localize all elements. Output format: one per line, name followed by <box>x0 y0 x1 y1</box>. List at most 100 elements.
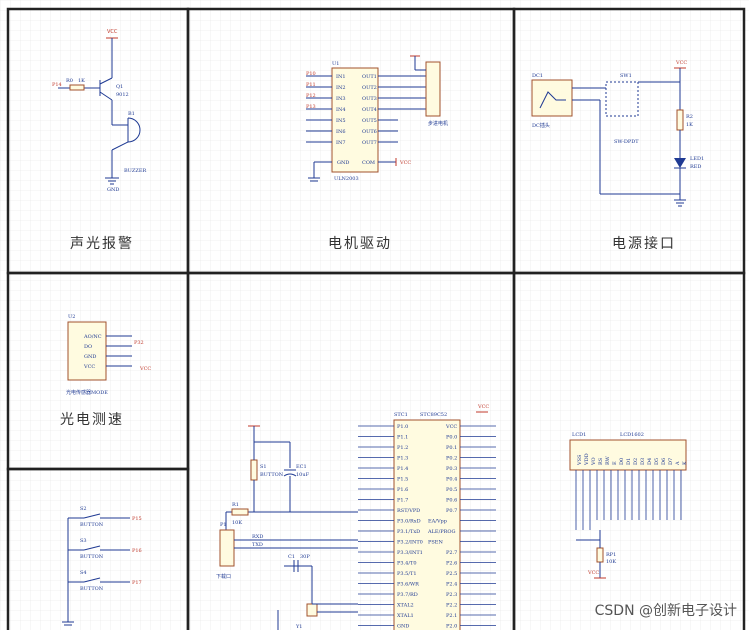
alarm-gnd-label: GND <box>107 187 119 193</box>
mcu-left-pin: XTAL2 <box>397 603 414 609</box>
mcu-left-pin: P1.2 <box>397 445 408 451</box>
dc-jack <box>531 79 573 117</box>
mcu-right-pins: VCCP0.0P0.1P0.2P0.3P0.4P0.5P0.6P0.7EA/Vp… <box>427 424 496 630</box>
mcu-left-pin: P3.0/RxD <box>397 519 421 525</box>
mcu-left-pin: P1.3 <box>397 456 408 462</box>
lcd-pin: VDD <box>584 453 590 466</box>
mcu-u-label: STC1 <box>394 412 408 418</box>
power-vcc-label: VCC <box>675 60 687 66</box>
lcd-pin: RS <box>598 457 604 465</box>
key-net-label: P17 <box>132 580 142 586</box>
mcu-chip-label: STC89C52 <box>420 412 447 418</box>
motor-u-label: U1 <box>332 61 339 67</box>
mcu-left-pin: P3.3/INT1 <box>397 550 423 556</box>
lcd-pin: RW <box>605 455 611 465</box>
panel-motor: U1 ULN2003 IN1P10IN2P11IN3P12IN4P13IN5IN… <box>306 55 448 252</box>
lcd-vcc-label: VCC <box>587 570 599 576</box>
lcd-body <box>569 439 687 471</box>
mcu-r-label: R1 <box>232 502 239 508</box>
mcu-right-pin: P0.2 <box>446 456 457 462</box>
mcu-right-pin: P2.0 <box>446 624 457 630</box>
speed-pin: GND <box>84 354 96 360</box>
mcu-right-pin: P0.7 <box>446 508 457 514</box>
motor-com-pin: COM <box>362 160 375 166</box>
alarm-b-label: B1 <box>128 111 135 117</box>
mcu-left-pin: XTAL1 <box>397 613 414 619</box>
mcu-right-pin: P0.0 <box>446 435 457 441</box>
speed-sensor-body <box>67 321 107 381</box>
mcu-right-pin: P2.3 <box>446 592 457 598</box>
mcu-r-value: 10K <box>232 520 242 526</box>
key-label: S3 <box>80 538 87 544</box>
mcu-body <box>393 419 461 630</box>
motor-in-pin: IN7 <box>336 140 346 146</box>
lcd-pin: D5 <box>654 458 660 465</box>
sw-label: SW1 <box>620 73 632 79</box>
mcu-right-pin: P2.4 <box>446 582 457 588</box>
motor-out-pin: OUT6 <box>362 129 377 135</box>
lcd-pin: D4 <box>647 458 653 465</box>
mcu-right-pin: P0.4 <box>446 477 457 483</box>
motor-out-pin: OUT7 <box>362 140 377 146</box>
lcd-pin: D1 <box>626 458 632 465</box>
lcd-pin: D3 <box>640 458 646 465</box>
motor-in-pin: IN3 <box>336 96 346 102</box>
mcu-btn-label: BUTTON <box>260 472 284 478</box>
alarm-r-value: 1K <box>78 78 85 84</box>
mcu-left-pin: P1.6 <box>397 487 408 493</box>
speed-module-label: 光电传感器MODE <box>66 389 108 396</box>
mcu-ec-label: EC1 <box>296 464 307 470</box>
mcu-right-pin: P0.5 <box>446 487 457 493</box>
motor-out-pin: OUT3 <box>362 96 377 102</box>
uln2003-body <box>331 67 379 173</box>
speed-vcc-label: VCC <box>139 366 151 372</box>
speed-net-label: P32 <box>134 340 144 346</box>
alarm-buzzer-label: BUZZER <box>124 168 146 174</box>
mcu-left-pin: P1.7 <box>397 498 408 504</box>
mcu-right-pin: P2.2 <box>446 603 457 609</box>
panel-borders <box>6 7 746 630</box>
mcu-prog-label: 下载口 <box>216 573 231 580</box>
power-r-value: 1K <box>686 122 693 128</box>
mcu-right-pin: PSEN <box>428 540 443 546</box>
motor-in-pin: IN2 <box>336 85 346 91</box>
mcu-c-label: C1 <box>288 554 295 560</box>
mcu-right-pin: EA/Vpp <box>428 519 447 525</box>
key-net-label: P15 <box>132 516 142 522</box>
dc-name: DC插头 <box>532 122 550 129</box>
speed-pin: VCC <box>83 364 95 370</box>
mcu-ec-value: 10uF <box>296 472 310 478</box>
speed-title: 光电测速 <box>60 412 124 428</box>
speed-pin: DO <box>84 344 92 350</box>
mcu-right-pin: P2.1 <box>446 613 457 619</box>
mcu-left-pin: GND <box>397 624 409 630</box>
key-button-label: BUTTON <box>80 522 104 528</box>
lcd-pin: D2 <box>633 458 639 465</box>
mcu-right-pin: P0.6 <box>446 498 457 504</box>
lcd-chip-label: LCD1602 <box>620 432 644 438</box>
power-r-label: R2 <box>686 114 693 120</box>
mcu-txd-label: TXD <box>252 542 263 548</box>
power-led-color: RED <box>690 164 701 170</box>
prog-header <box>219 529 235 567</box>
mcu-left-pins: P1.0P1.1P1.2P1.3P1.4P1.5P1.6P1.7RST/VPDP… <box>358 424 423 630</box>
motor-gnd-pin: GND <box>337 160 349 166</box>
mcu-left-pin: P1.4 <box>397 466 408 472</box>
mcu-left-pin: P3.6/WR <box>397 582 419 588</box>
mcu-left-pin: P1.5 <box>397 477 408 483</box>
motor-connector <box>425 61 441 117</box>
mcu-right-pin: ALE/PROG <box>427 529 456 535</box>
motor-out-pin: OUT2 <box>362 85 377 91</box>
motor-in-pin: IN5 <box>336 118 346 124</box>
mcu-right-pin: P0.1 <box>446 445 457 451</box>
dc-label: DC1 <box>532 73 543 79</box>
mcu-left-pin: P1.1 <box>397 435 408 441</box>
lcd-rp-value: 10K <box>606 559 616 565</box>
sw-dpdt <box>605 81 639 117</box>
